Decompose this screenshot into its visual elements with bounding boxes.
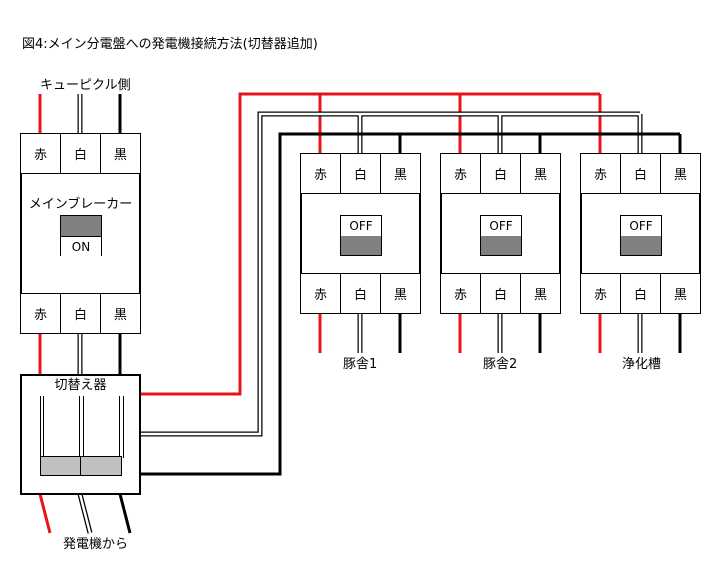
branch2-terminal-bottom-black: 黒 bbox=[520, 273, 561, 314]
branch2-terminal-bottom-white: 白 bbox=[480, 273, 521, 314]
branch3-terminal-bottom-black: 黒 bbox=[660, 273, 701, 314]
main-breaker-label: メインブレーカー bbox=[28, 197, 133, 212]
branch3-switch[interactable]: OFF bbox=[620, 215, 662, 256]
main-terminal-bottom-white: 白 bbox=[60, 293, 101, 334]
branch1-terminal-bottom-white: 白 bbox=[340, 273, 381, 314]
cubicle-side-label: キューピクル側 bbox=[40, 78, 131, 93]
main-switch-state: ON bbox=[61, 236, 101, 256]
branch2-terminal-top-black: 黒 bbox=[520, 153, 561, 194]
transfer-switch: 切替え器 bbox=[20, 374, 141, 495]
branch1-switch[interactable]: OFF bbox=[340, 215, 382, 256]
branch2-switch-state: OFF bbox=[481, 216, 521, 237]
main-terminal-top-black: 黒 bbox=[100, 133, 141, 174]
load-label-3: 浄化槽 bbox=[622, 357, 662, 372]
wire-black-bus bbox=[140, 132, 680, 476]
branch3-terminal-bottom-white: 白 bbox=[620, 273, 661, 314]
branch2-terminal-top-red: 赤 bbox=[440, 153, 481, 194]
main-terminal-bottom-red: 赤 bbox=[20, 293, 61, 334]
branch3-terminal-bottom-red: 赤 bbox=[580, 273, 621, 314]
wire-red-bus bbox=[140, 92, 600, 396]
main-breaker-switch[interactable]: ON bbox=[60, 215, 102, 256]
wire-red-generator bbox=[38, 493, 52, 534]
transfer-switch-handle[interactable] bbox=[40, 456, 122, 476]
main-terminal-top-red: 赤 bbox=[20, 133, 61, 174]
branch1-switch-state: OFF bbox=[341, 216, 381, 237]
branch3-terminal-top-white: 白 bbox=[620, 153, 661, 194]
branch1-terminal-top-red: 赤 bbox=[300, 153, 341, 194]
main-breaker: 赤 白 黒 メインブレーカー ON 赤 白 黒 bbox=[20, 133, 141, 334]
load-label-2: 豚舎2 bbox=[483, 357, 518, 372]
branch1-terminal-bottom-red: 赤 bbox=[300, 273, 341, 314]
branch1-terminal-top-black: 黒 bbox=[380, 153, 421, 194]
branch1-terminal-top-white: 白 bbox=[340, 153, 381, 194]
transfer-switch-label: 切替え器 bbox=[54, 378, 107, 393]
branch2-switch[interactable]: OFF bbox=[480, 215, 522, 256]
branch3-switch-state: OFF bbox=[621, 216, 661, 237]
main-terminal-top-white: 白 bbox=[60, 133, 101, 174]
branch2-terminal-bottom-red: 赤 bbox=[440, 273, 481, 314]
generator-from-label: 発電機から bbox=[63, 537, 129, 552]
branch-breaker-2: 赤 白 黒 OFF 赤 白 黒 bbox=[440, 153, 561, 314]
branch2-terminal-top-white: 白 bbox=[480, 153, 521, 194]
branch3-terminal-top-black: 黒 bbox=[660, 153, 701, 194]
transfer-switch-contacts bbox=[40, 396, 124, 458]
main-terminal-bottom-black: 黒 bbox=[100, 293, 141, 334]
load-label-1: 豚舎1 bbox=[343, 357, 378, 372]
wire-white-generator bbox=[77, 493, 93, 534]
wire-black-generator bbox=[118, 493, 132, 534]
branch1-terminal-bottom-black: 黒 bbox=[380, 273, 421, 314]
branch3-terminal-top-red: 赤 bbox=[580, 153, 621, 194]
diagram-title: 図4:メイン分電盤への発電機接続方法(切替器追加) bbox=[22, 37, 318, 52]
branch-breaker-3: 赤 白 黒 OFF 赤 白 黒 bbox=[580, 153, 701, 314]
branch-breaker-1: 赤 白 黒 OFF 赤 白 黒 bbox=[300, 153, 421, 314]
